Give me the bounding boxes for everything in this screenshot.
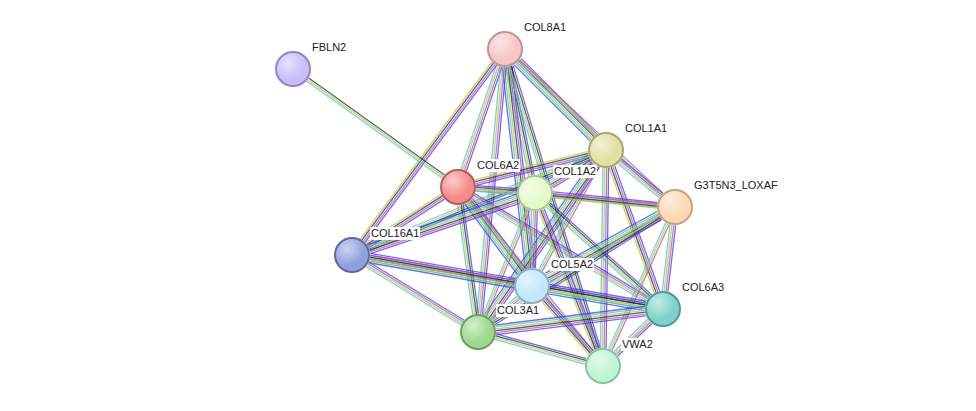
evidence-line bbox=[543, 300, 590, 353]
node-highlight bbox=[462, 316, 494, 348]
protein-node: COL6A2 bbox=[440, 169, 476, 205]
interaction-edge bbox=[368, 194, 520, 253]
protein-node: COL3A1 bbox=[460, 314, 496, 350]
interaction-edge bbox=[553, 192, 658, 208]
node-label: FBLN2 bbox=[311, 41, 347, 54]
evidence-line bbox=[496, 336, 586, 361]
evidence-line bbox=[368, 194, 517, 244]
node-label: G3T5N3_LOXAF bbox=[693, 179, 779, 192]
evidence-line bbox=[666, 225, 674, 291]
protein-node: VWA2 bbox=[585, 348, 621, 384]
protein-node: G3T5N3_LOXAF bbox=[657, 189, 693, 225]
evidence-line bbox=[530, 211, 532, 268]
node-label: COL3A1 bbox=[496, 304, 540, 317]
evidence-line bbox=[369, 262, 464, 320]
interaction-edge bbox=[366, 262, 464, 325]
evidence-line bbox=[553, 198, 657, 208]
evidence-line bbox=[553, 196, 657, 206]
node-highlight bbox=[277, 53, 309, 85]
protein-node: COL1A2 bbox=[517, 175, 553, 211]
evidence-line bbox=[307, 81, 443, 178]
evidence-line bbox=[369, 198, 518, 248]
node-highlight bbox=[519, 177, 551, 209]
evidence-line bbox=[495, 339, 585, 364]
interaction-edge bbox=[546, 203, 651, 299]
evidence-line bbox=[371, 203, 520, 253]
evidence-line bbox=[369, 200, 518, 250]
node-highlight bbox=[516, 270, 548, 302]
evidence-line bbox=[492, 214, 659, 320]
evidence-line bbox=[369, 261, 645, 309]
node-label: COL1A2 bbox=[553, 165, 597, 178]
evidence-line bbox=[368, 264, 463, 322]
interaction-edge bbox=[369, 255, 514, 286]
evidence-line bbox=[370, 255, 646, 303]
evidence-line bbox=[368, 196, 517, 246]
evidence-line bbox=[367, 196, 443, 245]
evidence-line bbox=[545, 212, 656, 274]
node-highlight bbox=[647, 293, 679, 325]
evidence-line bbox=[619, 162, 660, 196]
evidence-line bbox=[622, 159, 663, 193]
interaction-edge bbox=[492, 214, 662, 325]
interaction-edge bbox=[307, 78, 445, 178]
evidence-line bbox=[549, 292, 645, 309]
evidence-line bbox=[620, 161, 661, 195]
evidence-line bbox=[514, 65, 590, 141]
evidence-line bbox=[495, 338, 585, 363]
evidence-line bbox=[461, 205, 476, 314]
node-label: COL5A2 bbox=[550, 258, 594, 271]
evidence-line bbox=[496, 316, 645, 335]
evidence-line bbox=[370, 257, 646, 305]
interaction-edge bbox=[530, 211, 538, 268]
evidence-line bbox=[360, 62, 492, 239]
node-highlight bbox=[659, 191, 691, 223]
protein-node: COL5A2 bbox=[514, 268, 550, 304]
protein-node: COL16A1 bbox=[334, 237, 370, 273]
evidence-line bbox=[370, 201, 519, 251]
interaction-edge bbox=[495, 334, 587, 364]
node-highlight bbox=[489, 33, 521, 65]
node-label: COL1A1 bbox=[624, 122, 668, 135]
evidence-line bbox=[550, 290, 646, 307]
interaction-edge bbox=[549, 286, 646, 308]
protein-node: FBLN2 bbox=[275, 51, 311, 87]
evidence-line bbox=[493, 216, 660, 322]
evidence-line bbox=[309, 78, 445, 175]
interaction-edge bbox=[366, 194, 445, 247]
interaction-edge bbox=[369, 253, 646, 310]
protein-node: COL8A1 bbox=[487, 31, 523, 67]
evidence-line bbox=[662, 225, 670, 291]
node-label: VWA2 bbox=[621, 338, 654, 351]
node-label: COL6A3 bbox=[681, 281, 725, 294]
evidence-line bbox=[546, 213, 657, 275]
node-label: COL6A2 bbox=[476, 159, 520, 172]
node-highlight bbox=[336, 239, 368, 271]
protein-node: COL1A1 bbox=[588, 132, 624, 168]
evidence-line bbox=[466, 203, 518, 273]
evidence-line bbox=[370, 259, 646, 307]
evidence-line bbox=[496, 334, 586, 359]
evidence-line bbox=[367, 265, 462, 323]
node-label: COL8A1 bbox=[523, 21, 567, 34]
evidence-line bbox=[550, 288, 646, 305]
evidence-line bbox=[461, 65, 496, 169]
evidence-line bbox=[366, 267, 461, 325]
evidence-line bbox=[308, 79, 444, 176]
node-highlight bbox=[442, 171, 474, 203]
node-label: COL16A1 bbox=[370, 227, 420, 240]
evidence-line bbox=[664, 225, 672, 291]
evidence-line bbox=[371, 253, 647, 301]
evidence-line bbox=[366, 194, 442, 243]
interaction-edge bbox=[618, 159, 663, 197]
node-highlight bbox=[590, 134, 622, 166]
node-highlight bbox=[587, 350, 619, 382]
protein-node: COL6A3 bbox=[645, 291, 681, 327]
evidence-line bbox=[368, 198, 444, 247]
